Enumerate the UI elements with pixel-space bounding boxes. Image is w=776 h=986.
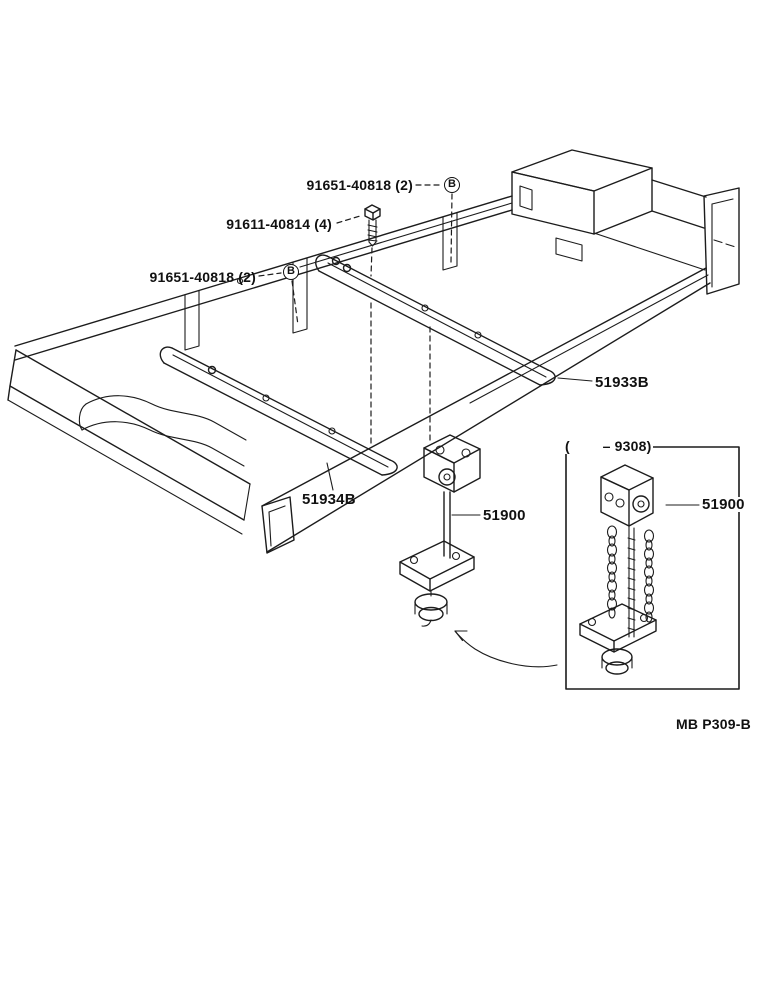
crossmember-51934b-drawing — [159, 346, 398, 476]
rear-frame-section — [511, 149, 740, 295]
inset-range-note: ( – 9308) — [563, 438, 654, 454]
crossmember-51933b-drawing — [315, 254, 556, 386]
part-label-51934b: 51934B — [302, 491, 356, 508]
carrier-51900-drawing — [399, 434, 481, 627]
hat-bracket — [81, 421, 245, 467]
left-rail-section — [7, 349, 251, 535]
circled-b-icon: B — [283, 264, 299, 280]
part-label-51933b: 51933B — [595, 374, 649, 391]
inset-carrier-drawing — [579, 464, 657, 675]
chain-right — [643, 529, 655, 623]
part-label-51900: 51900 — [483, 507, 526, 524]
rail-end-cap — [261, 496, 295, 554]
circled-b-icon: B — [444, 177, 460, 193]
rail-bracket — [442, 212, 458, 271]
part-label-bolt-upper: 91651-40818 (2) — [306, 177, 413, 193]
drawing-code: MB P309-B — [676, 716, 751, 732]
screw-icon — [364, 204, 381, 247]
hat-bracket — [85, 395, 247, 441]
frame-rails — [14, 195, 711, 554]
part-label-51900-inset: 51900 — [700, 496, 747, 513]
leader-lines — [258, 184, 700, 516]
part-label-screw: 91611-40814 (4) — [226, 216, 332, 232]
part-label-bolt-lower: 91651-40818 (2) — [149, 269, 256, 285]
rail-bracket — [184, 290, 200, 351]
chain-left — [606, 525, 618, 619]
curved-arrow — [454, 630, 558, 668]
